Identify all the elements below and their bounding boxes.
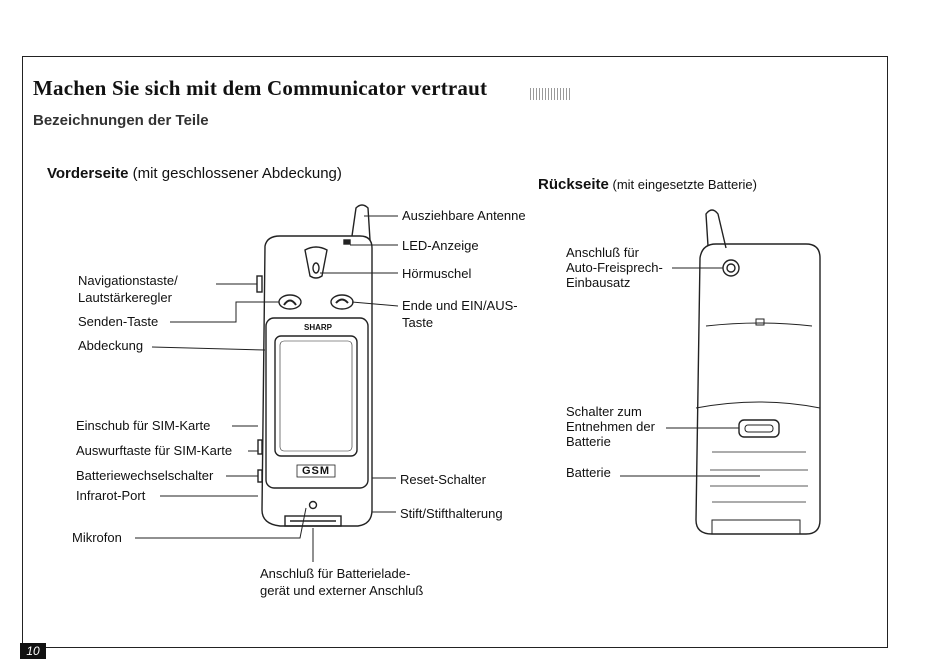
front-screen (274, 335, 358, 457)
label-bottom-2: gerät und externer Anschluß (260, 583, 424, 598)
label-bottom-1: Anschluß für Batterielade- (260, 566, 411, 581)
label-release-3: Batterie (566, 434, 611, 449)
label-battery-switch: Batteriewechselschalter (76, 468, 214, 483)
label-nav-1: Navigationstaste/ (78, 273, 178, 288)
back-phone-illustration (695, 209, 821, 535)
page-number: 10 (20, 643, 46, 659)
earpiece (304, 246, 328, 279)
end-key (330, 294, 354, 310)
label-carkit-1: Anschluß für (566, 245, 639, 260)
back-heading-bold: Rückseite (538, 176, 609, 193)
label-send: Senden-Taste (78, 314, 159, 329)
back-antenna (705, 209, 727, 249)
send-key (278, 294, 302, 310)
front-heading-bold: Vorderseite (47, 165, 129, 182)
front-heading-rest: (mit geschlossener Abdeckung) (128, 165, 342, 182)
front-phone-body (261, 235, 373, 527)
label-carkit-2: Auto-Freisprech- (566, 260, 663, 275)
label-release-1: Schalter zum (566, 404, 642, 419)
back-leader-lines (620, 267, 760, 477)
title-underline-hatch (530, 88, 570, 100)
label-battery: Batterie (566, 465, 611, 480)
label-earpiece: Hörmuschel (402, 266, 472, 281)
front-phone-illustration (256, 204, 373, 527)
label-end-key: Ende und EIN/AUS- (402, 298, 518, 313)
label-infrared: Infrarot-Port (76, 488, 146, 503)
page-frame (22, 56, 888, 648)
label-cover: Abdeckung (78, 338, 144, 353)
label-sim-slot: Einschub für SIM-Karte (76, 418, 211, 433)
front-cover (265, 317, 369, 489)
label-led: LED-Anzeige (402, 238, 479, 253)
led-indicator (343, 239, 351, 245)
label-mic: Mikrofon (72, 530, 122, 545)
front-antenna (351, 204, 371, 241)
screen-logo: GSM (302, 465, 330, 477)
front-leader-lines (135, 215, 399, 562)
label-reset: Reset-Schalter (400, 472, 486, 487)
label-nav-2: Lautstärkeregler (78, 290, 172, 305)
label-carkit-3: Einbausatz (566, 275, 631, 290)
battery-edge (695, 401, 821, 409)
back-phone-body (695, 243, 821, 535)
label-sim-eject: Auswurftaste für SIM-Karte (76, 443, 233, 458)
page-title: Machen Sie sich mit dem Communicator ver… (33, 76, 488, 100)
front-brand: SHARP (304, 323, 333, 332)
back-bottom-connector (711, 519, 801, 535)
screen-logo-box (296, 464, 336, 478)
label-antenna: Ausziehbare Antenne (402, 208, 526, 223)
label-release-2: Entnehmen der (566, 419, 655, 434)
bottom-connector (284, 515, 342, 527)
label-stylus: Stift/Stifthalterung (400, 506, 503, 521)
navigation-key (256, 275, 263, 293)
front-heading: Vorderseite (mit geschlossener Abdeckung… (47, 165, 342, 182)
carkit-connector (722, 259, 740, 277)
back-heading-rest: (mit eingesetzte Batterie) (608, 177, 757, 192)
earpiece-hole (312, 262, 320, 274)
page-subtitle: Bezeichnungen der Teile (33, 112, 209, 129)
label-end-key-2: Taste (402, 315, 434, 330)
back-heading: Rückseite (mit eingesetzte Batterie) (538, 176, 757, 193)
microphone (308, 500, 318, 510)
